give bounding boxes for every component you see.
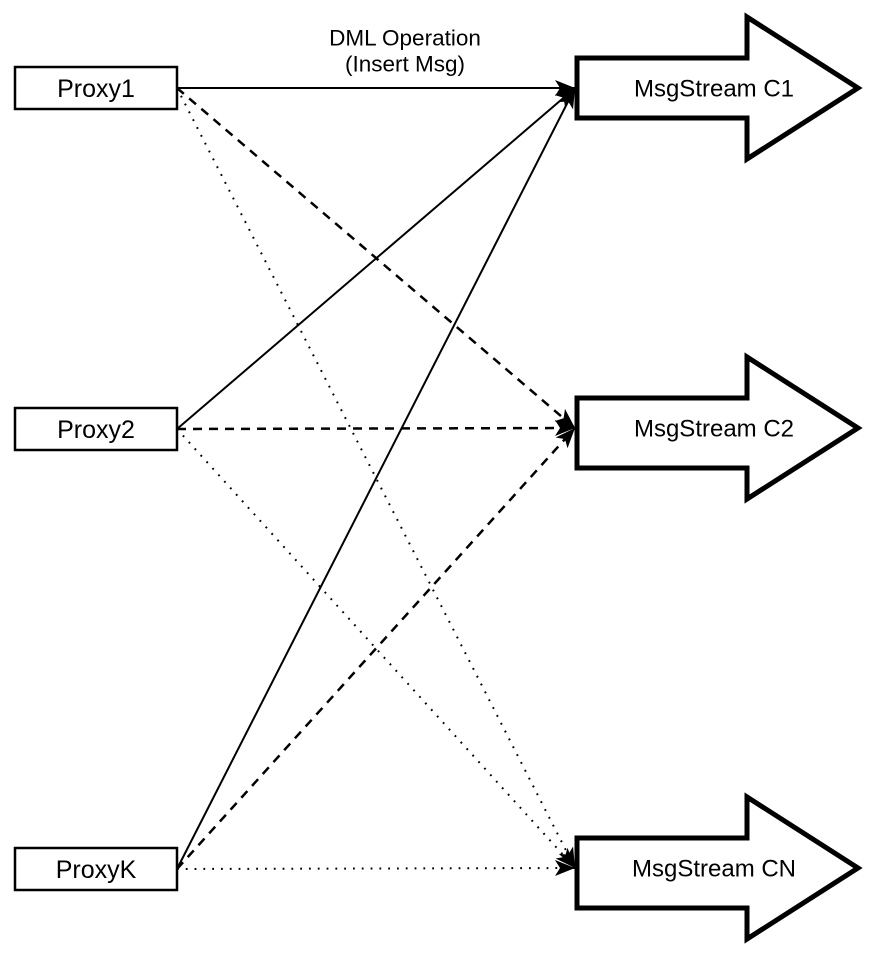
proxy-node-proxy2: Proxy2 bbox=[13, 406, 179, 452]
stream-node-cn: MsgStream CN bbox=[574, 792, 863, 944]
stream-node-c1: MsgStream C1 bbox=[574, 12, 863, 164]
edge-proxy2-c2 bbox=[176, 420, 576, 437]
edge-proxy1-c2 bbox=[176, 87, 576, 429]
diagram-title-line2: (Insert Msg) bbox=[345, 52, 465, 77]
proxy2-label: Proxy2 bbox=[57, 416, 135, 444]
stream-node-c2: MsgStream C2 bbox=[574, 352, 863, 504]
stream-cn-label: MsgStream CN bbox=[632, 856, 796, 883]
edge-proxyk-c1 bbox=[176, 87, 576, 870]
proxy1-box bbox=[13, 65, 179, 111]
edge-proxyk-cn bbox=[176, 860, 576, 877]
proxy-node-proxyk: ProxyK bbox=[13, 846, 179, 892]
edge-proxy2-cn bbox=[176, 428, 576, 869]
stream-c2-arrow-shape bbox=[574, 352, 863, 504]
proxyk-box bbox=[13, 846, 179, 892]
stream-c1-label: MsgStream C1 bbox=[634, 76, 794, 103]
edge-proxyk-c2 bbox=[176, 427, 576, 870]
proxy2-box bbox=[13, 406, 179, 452]
diagram-title-line1: DML Operation bbox=[329, 26, 481, 51]
stream-cn-arrow-shape bbox=[574, 792, 863, 944]
stream-c2-label: MsgStream C2 bbox=[634, 416, 794, 443]
proxy1-label: Proxy1 bbox=[57, 75, 135, 103]
proxyk-label: ProxyK bbox=[56, 856, 137, 884]
proxy-node-proxy1: Proxy1 bbox=[13, 65, 179, 111]
edge-lines bbox=[176, 80, 576, 877]
stream-c1-arrow-shape bbox=[574, 12, 863, 164]
